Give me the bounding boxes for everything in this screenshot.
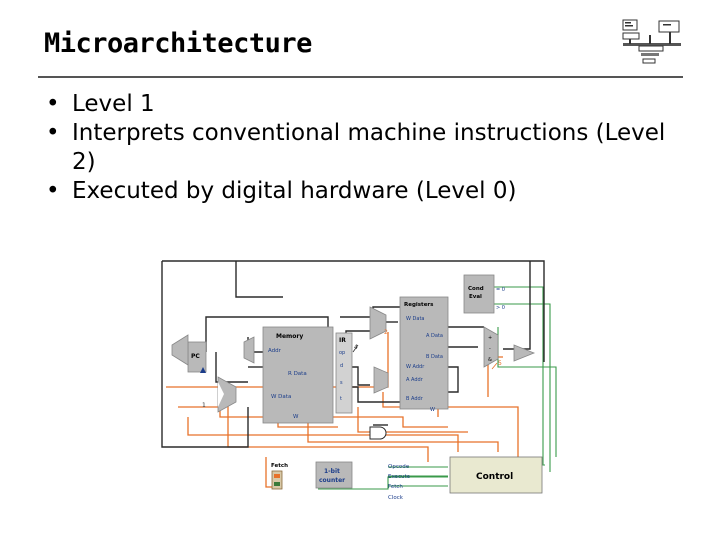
and-gate — [369, 426, 387, 440]
eq-zero-label: = 0 — [496, 287, 505, 293]
memory-label: Memory — [276, 333, 303, 340]
cond-eval-label-2: Eval — [469, 294, 482, 300]
registers-wdata-port: W Data — [406, 316, 424, 322]
signal-execute: Execute — [388, 474, 411, 480]
registers-label: Registers — [404, 302, 434, 308]
fetch-flipflop-icon — [271, 470, 283, 490]
ir-t-field: t — [340, 396, 342, 402]
registers-w-port: W — [430, 407, 435, 413]
wire-label-five: 5 — [498, 360, 502, 367]
memory-addr-port: Addr — [268, 348, 282, 354]
registers-block — [399, 296, 449, 410]
memory-w-port: W — [293, 414, 299, 420]
result-mux — [513, 344, 536, 362]
pc-mux — [171, 334, 189, 366]
counter-label-1: 1-bit — [324, 468, 340, 475]
ir-op-field: op — [339, 350, 345, 356]
waddr-mux — [373, 366, 389, 394]
cond-eval-label-1: Cond — [468, 286, 484, 292]
bullet-list: Level 1 Interprets conventional machine … — [44, 90, 672, 206]
registers-adata-port: A Data — [426, 333, 443, 339]
control-label: Control — [476, 472, 513, 482]
registers-bdata-port: B Data — [426, 354, 443, 360]
wdata-mux — [369, 306, 387, 340]
registers-aaddr-port: A Addr — [406, 377, 424, 383]
levels-logo-icon — [622, 19, 681, 64]
signal-clock: Clock — [388, 495, 404, 501]
slide-title: Microarchitecture — [44, 28, 312, 59]
counter-block — [315, 461, 353, 489]
alu — [483, 326, 499, 368]
ir-s-field: s — [340, 380, 343, 386]
pc-label: PC — [191, 353, 200, 360]
alu-minus-label: - — [489, 346, 491, 352]
cond-eval-block — [463, 274, 495, 314]
registers-baddr-port: B Addr — [406, 396, 424, 402]
registers-waddr-port: W Addr — [406, 364, 425, 370]
wire-label-two: 2 — [384, 329, 388, 336]
memory-block — [262, 326, 334, 424]
bullet-item: Level 1 — [44, 90, 672, 119]
ir-block — [335, 332, 353, 414]
wire-label-one: 1 — [202, 402, 206, 409]
alu-and-label: & — [488, 357, 492, 363]
memory-wdata-port: W Data — [271, 394, 291, 400]
bullet-item: Interprets conventional machine instruct… — [44, 119, 672, 177]
ir-label: IR — [339, 337, 346, 344]
pc-clock-triangle — [200, 367, 206, 373]
alu-plus-label: + — [488, 335, 492, 341]
bullet-item: Executed by digital hardware (Level 0) — [44, 177, 672, 206]
signal-fetch: Fetch — [388, 484, 403, 490]
counter-label-2: counter — [319, 477, 345, 484]
fetch-label: Fetch — [271, 463, 288, 469]
title-divider — [38, 76, 683, 78]
control-block — [449, 456, 543, 494]
ir-d-field: d — [340, 363, 343, 369]
signal-opcode: Opcode — [388, 464, 410, 470]
addr-mux — [243, 336, 255, 364]
gt-zero-label: > 0 — [496, 305, 505, 311]
memory-rdata-port: R Data — [288, 371, 307, 377]
datapath-diagram: Memory Addr R Data W Data W IR op d s t … — [161, 260, 557, 501]
